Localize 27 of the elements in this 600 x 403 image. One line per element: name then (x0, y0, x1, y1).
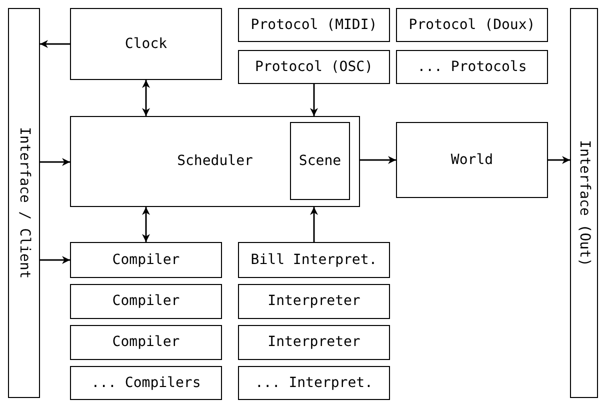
arrow (310, 207, 318, 242)
component-box: Protocol (Doux) (396, 8, 548, 42)
arrow (548, 156, 570, 164)
component-box: Protocol (OSC) (238, 50, 390, 84)
component-box: Scene (290, 122, 350, 200)
component-box: Clock (70, 8, 222, 80)
arrow (360, 156, 396, 164)
component-box: Interpreter (238, 284, 390, 319)
arrow (40, 158, 70, 166)
component-box: Protocol (MIDI) (238, 8, 390, 42)
component-box: Scheduler Scene (70, 116, 360, 207)
component-box: ... Protocols (396, 50, 548, 84)
arrow (40, 40, 70, 48)
arrow (40, 256, 70, 264)
interface-bar: Interface / Client (8, 8, 40, 398)
component-box: Compiler (70, 325, 222, 360)
component-box: Compiler (70, 284, 222, 319)
component-box: Bill Interpret. (238, 242, 390, 278)
interface-bar: Interface (Out) (570, 8, 598, 398)
component-box: Compiler (70, 242, 222, 278)
component-box: Interpreter (238, 325, 390, 360)
component-box: ... Compilers (70, 366, 222, 400)
component-box: ... Interpret. (238, 366, 390, 400)
component-box: World (396, 122, 548, 198)
arrow (142, 207, 150, 242)
arrow (310, 84, 318, 116)
arrow (142, 80, 150, 116)
